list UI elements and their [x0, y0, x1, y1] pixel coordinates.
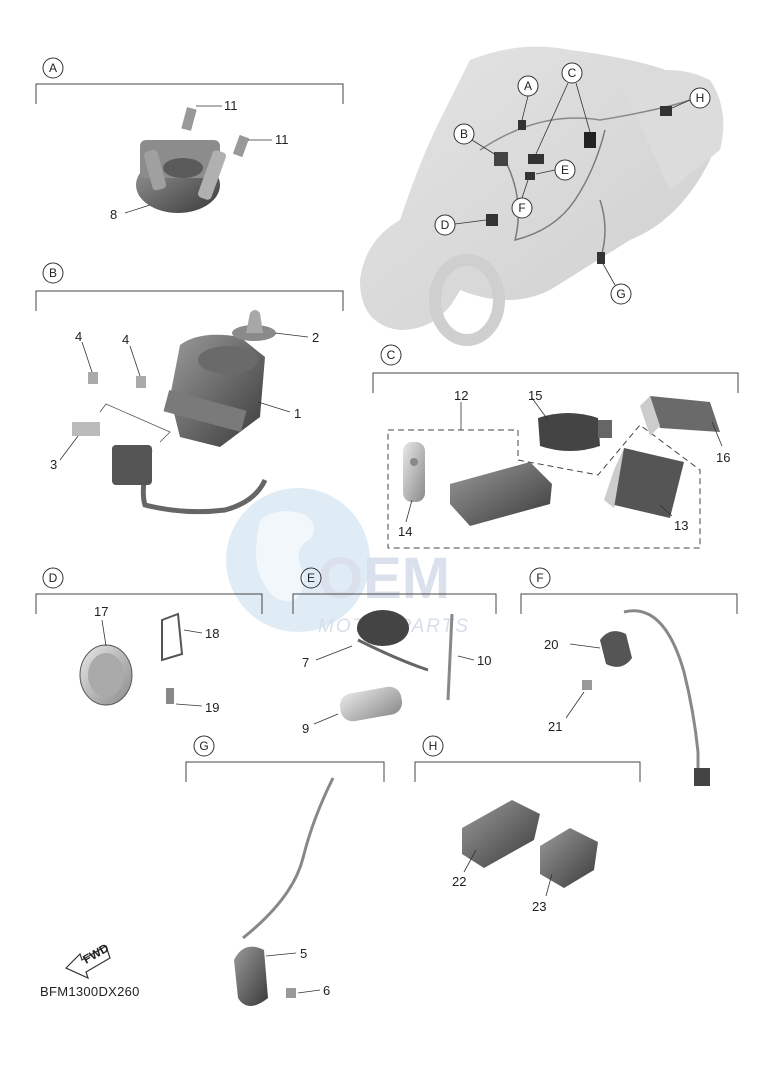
section-e-bracket — [292, 593, 497, 614]
section-e: E 7 10 9 — [292, 567, 497, 736]
part-18-label: 18 — [205, 626, 219, 641]
section-a-bracket — [35, 83, 344, 104]
horn-17 — [79, 644, 133, 706]
section-f: F 20 21 — [520, 567, 738, 786]
bracket-3 — [72, 422, 100, 436]
section-b: B 2 4 4 1 3 — [35, 262, 344, 515]
screw-21 — [582, 680, 592, 690]
part-7-label: 7 — [302, 655, 309, 670]
part-8-label: 8 — [110, 207, 117, 222]
part-3-label: 3 — [50, 457, 57, 472]
fwd-arrow: FWD — [64, 941, 111, 980]
watermark: OEM MOTORPARTS — [226, 488, 468, 637]
watermark-main: OEM — [318, 546, 450, 611]
bolt-11b — [232, 134, 272, 158]
smart-key-14 — [403, 442, 425, 502]
part-15-label: 15 — [528, 388, 542, 403]
cover-23 — [540, 828, 598, 888]
part-2-label: 2 — [312, 330, 319, 345]
part-21-label: 21 — [548, 719, 562, 734]
callout-g: G — [601, 261, 632, 305]
cap-2 — [232, 310, 276, 341]
kit-12-dashed-outline — [387, 424, 701, 549]
section-e-label: E — [307, 571, 315, 585]
overview-motorcycle: A B C D E F G — [360, 46, 724, 346]
svg-text:C: C — [568, 66, 577, 80]
bolt-6 — [286, 988, 296, 998]
svg-text:A: A — [524, 79, 532, 93]
part-11a-label: 11 — [224, 98, 238, 113]
part-22-label: 22 — [452, 874, 466, 889]
callout-d: D — [434, 214, 487, 236]
part-10-label: 10 — [477, 653, 491, 668]
svg-text:H: H — [696, 91, 705, 105]
screw-4a — [88, 372, 98, 384]
part-4a-label: 4 — [75, 329, 82, 344]
section-g: G 5 6 — [185, 735, 385, 1006]
cover-9 — [339, 686, 403, 722]
band-10 — [446, 613, 454, 701]
part-16-label: 16 — [716, 450, 730, 465]
section-g-bracket — [185, 761, 385, 782]
callout-h: H — [671, 87, 711, 109]
wiring-connector-b — [112, 445, 268, 515]
screw-4b — [136, 376, 146, 388]
part-17-label: 17 — [94, 604, 108, 619]
section-d-label: D — [49, 571, 58, 585]
bracket-18 — [161, 612, 184, 662]
diagram-code: BFM1300DX260 — [40, 984, 140, 999]
section-c-label: C — [387, 348, 396, 362]
section-a-label: A — [49, 61, 57, 75]
callout-e: E — [535, 159, 576, 181]
svg-text:E: E — [561, 163, 569, 177]
section-g-label: G — [199, 739, 208, 753]
control-unit-12 — [450, 462, 552, 526]
section-d: D 17 18 19 — [35, 567, 263, 715]
part-1-label: 1 — [294, 406, 301, 421]
connector-7 — [357, 610, 429, 672]
section-b-bracket — [35, 290, 344, 311]
section-f-label: F — [536, 571, 543, 585]
part-14-label: 14 — [398, 524, 412, 539]
part-5-label: 5 — [300, 946, 307, 961]
callout-f: F — [511, 179, 533, 219]
section-a: A 11 11 8 — [35, 57, 344, 222]
part-20-label: 20 — [544, 637, 558, 652]
callout-b: B — [453, 123, 497, 156]
ignition-switch-assembly — [136, 140, 227, 213]
part-6-label: 6 — [323, 983, 330, 998]
pad-13 — [604, 448, 684, 518]
antenna-15 — [538, 413, 612, 451]
steering-lock-unit — [163, 334, 265, 447]
part-12-label: 12 — [454, 388, 468, 403]
section-c: C 12 14 15 16 13 — [372, 344, 739, 549]
bolt-11a — [181, 105, 222, 131]
part-13-label: 13 — [674, 518, 688, 533]
section-c-bracket — [372, 372, 739, 393]
callout-a: A — [517, 75, 539, 121]
svg-text:D: D — [441, 218, 450, 232]
section-h-label: H — [429, 739, 438, 753]
bolt-19 — [166, 688, 174, 704]
svg-text:F: F — [518, 201, 525, 215]
part-23-label: 23 — [532, 899, 546, 914]
section-h-bracket — [414, 761, 641, 782]
part-9-label: 9 — [302, 721, 309, 736]
svg-text:B: B — [460, 127, 468, 141]
cover-22 — [462, 800, 540, 868]
svg-text:G: G — [616, 287, 625, 301]
section-h: H 22 23 — [414, 735, 641, 914]
pad-16 — [640, 396, 720, 436]
part-19-label: 19 — [205, 700, 219, 715]
part-11b-label: 11 — [275, 132, 289, 147]
section-b-label: B — [49, 266, 57, 280]
callout-c: C — [535, 62, 591, 155]
sensor-5 — [234, 777, 335, 1006]
part-4b-label: 4 — [122, 332, 129, 347]
section-f-bracket — [520, 593, 738, 614]
section-d-bracket — [35, 593, 263, 614]
sensor-20 — [600, 609, 710, 786]
